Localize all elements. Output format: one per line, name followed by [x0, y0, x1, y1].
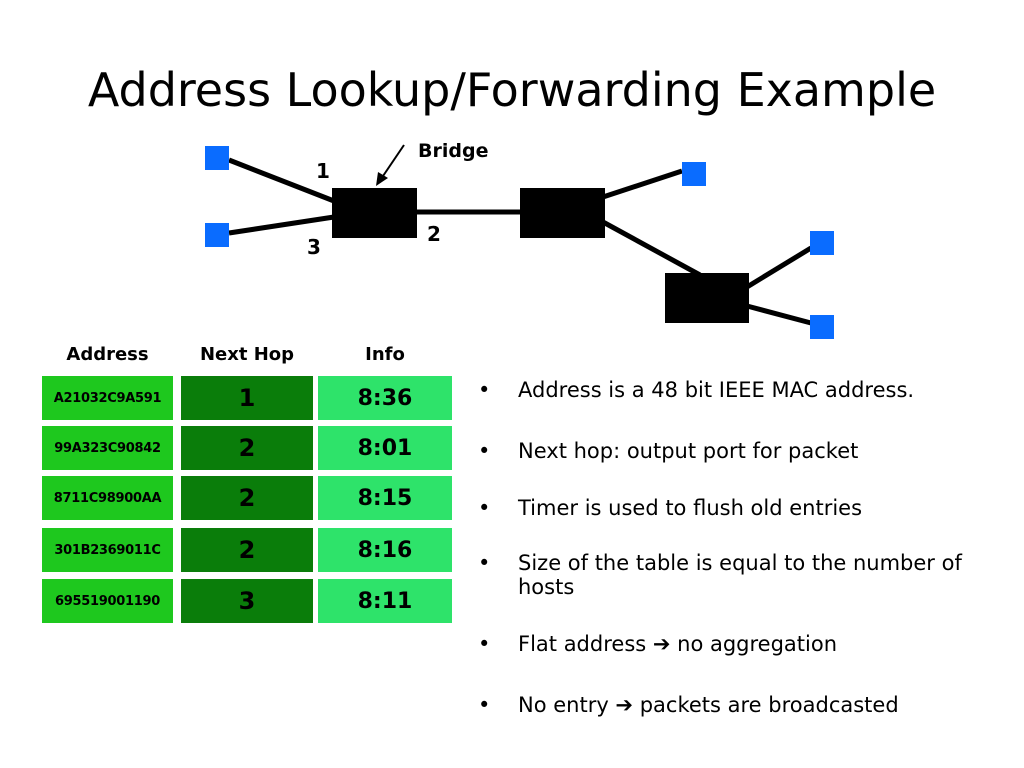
link-host2-bridge1 — [228, 214, 335, 236]
info-cell: 8:01 — [318, 426, 452, 470]
bridge-1 — [332, 188, 417, 238]
bullet-text: Next hop: output port for packet — [518, 439, 859, 463]
bullet-marker: • — [478, 496, 491, 520]
next-hop-cell: 1 — [181, 376, 313, 420]
port-label-1: 1 — [316, 159, 330, 183]
table-row: 695519001190 3 8:11 — [42, 579, 452, 623]
address-cell: A21032C9A591 — [42, 376, 173, 420]
bridge-3 — [665, 273, 749, 323]
bullet-text: Flat address ➔ no aggregation — [518, 632, 838, 656]
address-cell: 99A323C90842 — [42, 426, 173, 470]
host-4 — [810, 231, 834, 255]
bridge-pointer-arrowhead — [376, 172, 388, 186]
address-cell: 301B2369011C — [42, 528, 173, 572]
host-3 — [682, 162, 706, 186]
next-hop-cell: 2 — [181, 476, 313, 520]
bullet-marker: • — [478, 439, 491, 463]
bridge-pointer-arrow — [380, 144, 405, 180]
address-cell: 8711C98900AA — [42, 476, 173, 520]
address-cell: 695519001190 — [42, 579, 173, 623]
column-header-address: Address — [66, 344, 149, 365]
table-row: 8711C98900AA 2 8:15 — [42, 476, 452, 520]
info-cell: 8:36 — [318, 376, 452, 420]
next-hop-cell: 2 — [181, 426, 313, 470]
bullet-text: Timer is used to flush old entries — [518, 496, 863, 520]
table-row: 99A323C90842 2 8:01 — [42, 426, 452, 470]
port-label-3: 3 — [307, 235, 321, 259]
link-bridge3-host5 — [746, 303, 812, 326]
link-bridge2-bridge3 — [601, 219, 702, 278]
info-cell: 8:11 — [318, 579, 452, 623]
table-row: 301B2369011C 2 8:16 — [42, 528, 452, 572]
column-header-info: Info — [365, 344, 405, 365]
bullet-marker: • — [478, 551, 491, 575]
info-cell: 8:16 — [318, 528, 452, 572]
bullet-text: No entry ➔ packets are broadcasted — [518, 693, 899, 717]
host-2 — [205, 223, 229, 247]
links — [228, 157, 813, 326]
link-host1-bridge1 — [228, 157, 335, 204]
bridge-2 — [520, 188, 605, 238]
host-1 — [205, 146, 229, 170]
info-cell: 8:15 — [318, 476, 452, 520]
table-row: A21032C9A591 1 8:36 — [42, 376, 452, 420]
link-bridge3-host4 — [745, 245, 813, 290]
bridge-label: Bridge — [418, 140, 488, 162]
bullet-text: Size of the table is equal to the number… — [518, 551, 962, 599]
next-hop-cell: 3 — [181, 579, 313, 623]
bullet-marker: • — [478, 632, 491, 656]
host-5 — [810, 315, 834, 339]
column-header-next-hop: Next Hop — [199, 344, 295, 365]
bullet-marker: • — [478, 693, 491, 717]
next-hop-cell: 2 — [181, 528, 313, 572]
link-bridge2-host3 — [602, 168, 683, 200]
bullet-text: Address is a 48 bit IEEE MAC address. — [518, 378, 915, 402]
bullet-marker: • — [478, 378, 491, 402]
slide-title: Address Lookup/Forwarding Example — [87, 63, 937, 117]
port-label-2: 2 — [427, 222, 441, 246]
